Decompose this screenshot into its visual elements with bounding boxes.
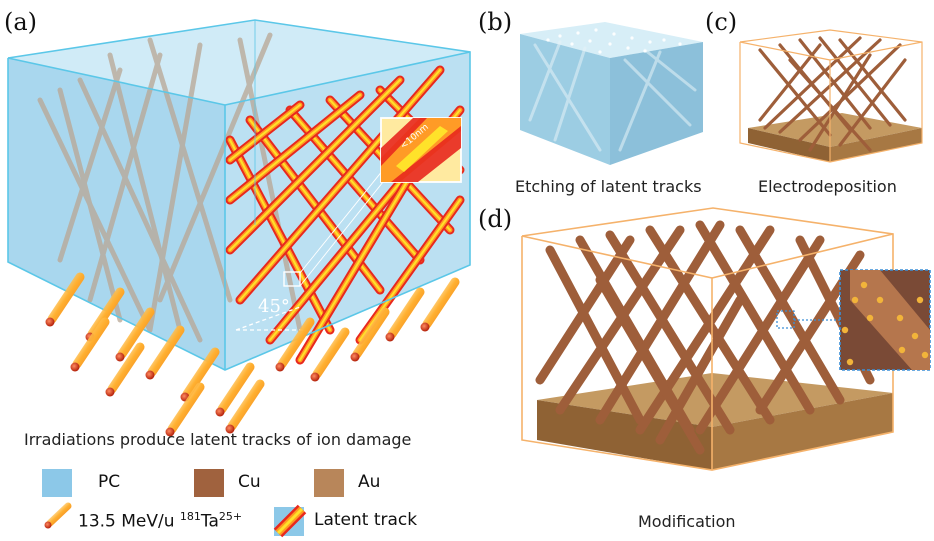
ion-charge: 25+ [218, 510, 243, 523]
panel-c-electrodeposition [739, 29, 923, 163]
legend-label-track: Latent track [314, 510, 418, 530]
grey-ion-tracks [37, 32, 303, 343]
legend-track-swatch [273, 504, 307, 538]
legend-swatch-au [314, 469, 344, 497]
ion-mass-number: 181 [179, 510, 201, 523]
ion-energy: 13.5 MeV/u [78, 511, 175, 532]
legend-label-au: Au [358, 472, 381, 492]
panel-b-etched-cube [520, 22, 703, 165]
legend-swatch-cu [194, 469, 224, 497]
panel-b-letter: (b) [478, 8, 513, 36]
angle-label: 45° [258, 296, 290, 317]
legend-label-ion: 13.5 MeV/u 181Ta25+ [78, 510, 242, 532]
panel-d-letter: (d) [478, 205, 513, 233]
legend-swatch-pc [42, 469, 72, 497]
ion-element: Ta [200, 511, 219, 532]
panel-c-letter: (c) [705, 8, 738, 36]
panel-d-caption: Modification [638, 512, 736, 531]
incident-ions [45, 272, 460, 437]
panel-c-caption: Electrodeposition [758, 177, 897, 196]
legend-ion-icon [44, 502, 72, 529]
panel-d-modification [521, 207, 931, 471]
panel-a-letter: (a) [4, 8, 38, 36]
panel-b-caption: Etching of latent tracks [515, 177, 702, 196]
panel-a-cube [7, 19, 471, 371]
legend-label-pc: PC [98, 472, 121, 492]
panel-a-caption: Irradiations produce latent tracks of io… [24, 430, 412, 449]
legend-label-cu: Cu [238, 472, 261, 492]
